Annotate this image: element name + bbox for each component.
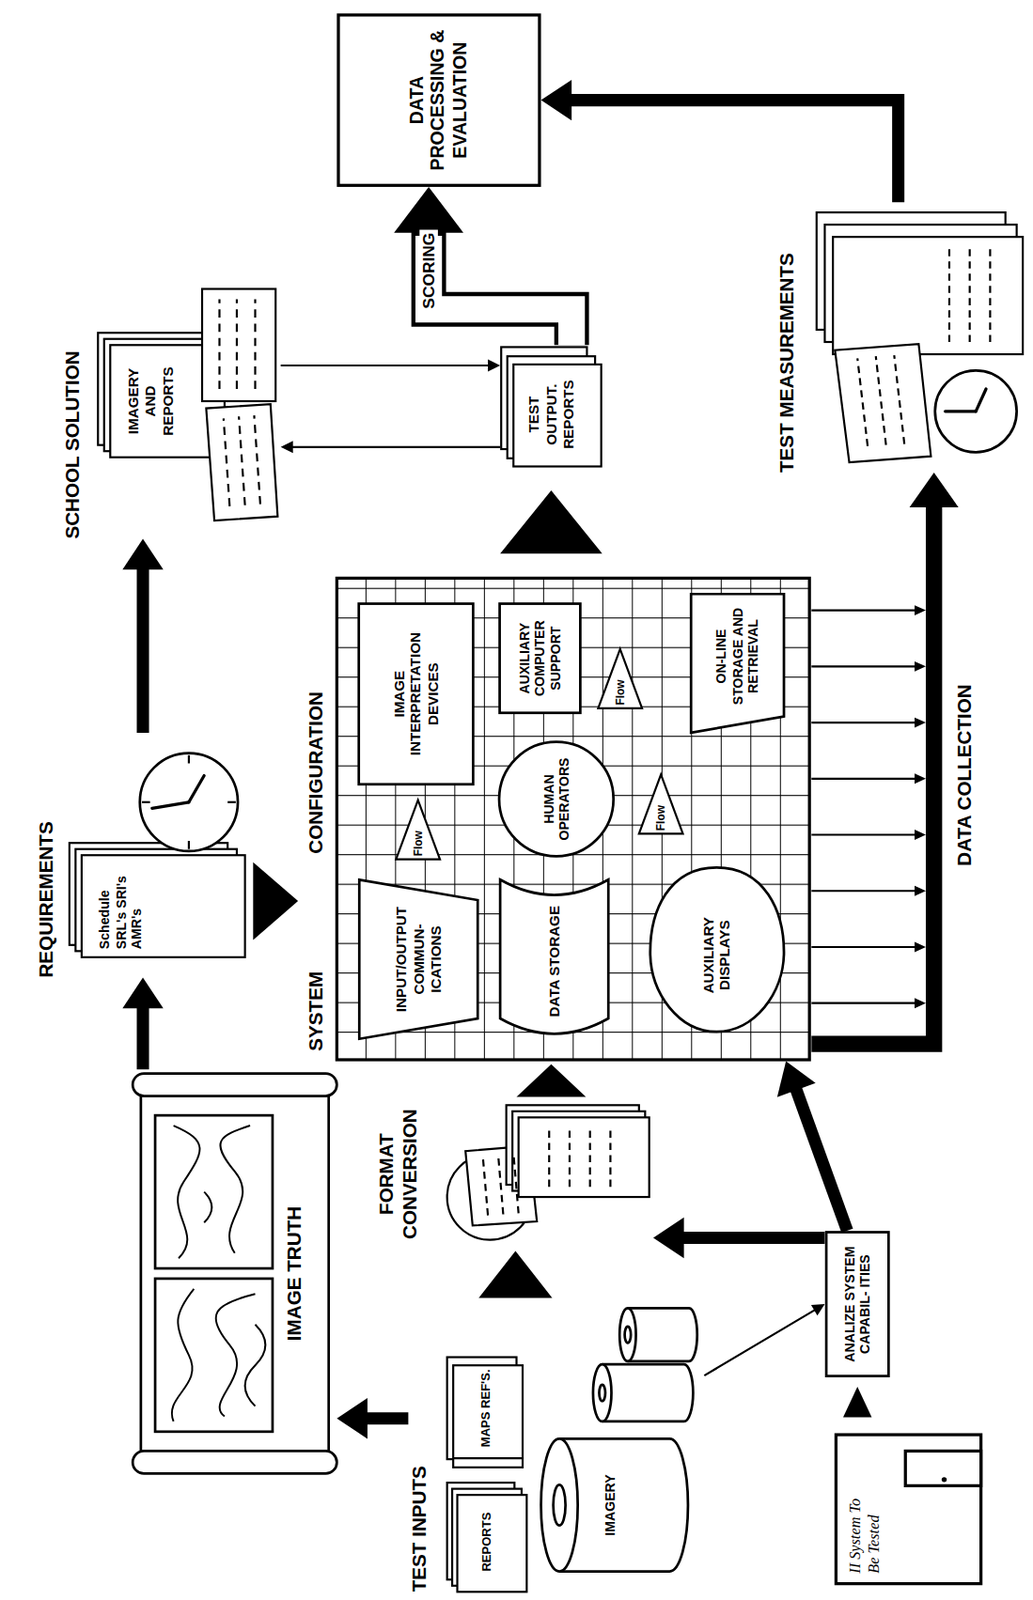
thick-arrow — [336, 1398, 408, 1440]
thick-arrow — [122, 978, 163, 1071]
node-text: II System To Be Tested — [845, 1492, 883, 1575]
thin-arrow — [281, 440, 501, 454]
image-truth-scroll — [132, 1069, 337, 1478]
heading-text: REQUIREMENTS — [35, 733, 60, 979]
connector-label: SCORING — [419, 229, 439, 313]
node-text: Schedule SRL's SRI's AMR's — [96, 861, 145, 950]
node-text: MAPS REF'S. — [478, 1360, 494, 1458]
node-text: TEST MEASUREMENTS — [775, 202, 799, 473]
heading-text: SCHOOL SOLUTION — [61, 273, 85, 539]
process-box — [824, 1231, 891, 1378]
node-text: INPUT/OUTPUT COMMUN- ICATIONS — [392, 892, 445, 1027]
node-text: IMAGE INTERPRETATION DEVICES — [390, 612, 442, 777]
flow-arrowhead — [478, 1252, 552, 1300]
node-text: HUMAN OPERATORS — [540, 748, 573, 851]
flow-triangle: Flow — [394, 799, 441, 861]
node-text: REPORTS — [479, 1498, 495, 1586]
node-text: FORMAT CONVERSION — [375, 1100, 423, 1249]
node-text: Flow — [613, 669, 627, 706]
circle-shape — [497, 740, 616, 860]
input-group: TEST INPUTS REPORTS MAPS REF'S. IMAGERY — [407, 1301, 705, 1594]
node-text: IMAGERY — [602, 1449, 619, 1562]
thick-arrow — [777, 1062, 848, 1232]
node-text: ANALIZE SYSTEM CAPABIL- ITIES — [841, 1236, 874, 1372]
system-configuration: SYSTEM CONFIGURATION INPUT/OUTPUT COMMUN… — [300, 577, 812, 1063]
format-conversion-group: FORMAT CONVERSION — [375, 1100, 654, 1249]
node-text: Flow — [654, 794, 668, 831]
report-stack: TEST OUTPUT. REPORTS — [500, 344, 603, 468]
connector-label: DATA COLLECTION — [953, 681, 976, 870]
map-book: MAPS REF'S. — [447, 1355, 524, 1468]
imagery-canister: IMAGERY — [538, 1434, 692, 1578]
operator-circle: HUMAN OPERATORS — [497, 740, 616, 860]
requirements-group: REQUIREMENTS Schedule SRL's SRI's AMR's — [35, 733, 251, 979]
io-trapezoid: INPUT/OUTPUT COMMUN- ICATIONS — [357, 877, 480, 1042]
flow-arrowhead — [843, 1387, 872, 1419]
node-text: SYSTEM CONFIGURATION — [305, 581, 329, 1052]
node-text: TEST INPUTS — [407, 1419, 432, 1594]
display-shape: AUXILIARY DISPLAYS — [648, 865, 787, 1034]
measurements-group: TEST MEASUREMENTS — [775, 202, 1026, 473]
thick-arrow — [122, 539, 163, 734]
process-box: ANALIZE SYSTEM CAPABIL- ITIES — [824, 1231, 891, 1378]
school-solution-group: SCHOOL SOLUTION IMAGERY AND REPORTS — [61, 273, 281, 539]
process-box: AUXILIARY COMPUTER SUPPORT — [498, 602, 582, 715]
flow-arrowhead — [252, 862, 298, 941]
flow-arrowhead — [516, 1064, 587, 1098]
node-text: AUXILIARY DISPLAYS — [699, 899, 734, 1012]
thick-arrow — [541, 79, 899, 203]
node-text: TEST OUTPUT. REPORTS — [525, 367, 578, 462]
storage-trapezoid: ON-LINE STORAGE AND RETRIEVAL — [688, 592, 786, 736]
node-text: IMAGERY AND REPORTS — [124, 351, 176, 452]
node-text: IMAGE TRUTH — [283, 1130, 308, 1417]
node-text: ON-LINE STORAGE AND RETRIEVAL — [713, 598, 762, 716]
test-measurements-illustration — [775, 202, 1026, 473]
storage-shape: DATA STORAGE — [498, 877, 611, 1042]
node-text: DATA PROCESSING & EVALUATION — [406, 23, 472, 177]
thick-arrow — [393, 187, 572, 345]
image-truth-scroll: IMAGE TRUTH — [132, 1069, 337, 1478]
node-text: DATA STORAGE — [545, 904, 563, 1019]
thin-arrow — [281, 359, 501, 372]
thick-arrow — [653, 1218, 825, 1259]
process-box: DATA PROCESSING & EVALUATION — [336, 13, 541, 188]
flow-arrowhead — [500, 490, 603, 554]
thick-arrow — [811, 472, 958, 1045]
node-text: AUXILIARY COMPUTER SUPPORT — [516, 606, 564, 711]
node-text: Flow — [411, 819, 425, 857]
process-box: IMAGE INTERPRETATION DEVICES — [357, 602, 475, 786]
flow-triangle: Flow — [596, 648, 643, 710]
document-stack: REPORTS — [447, 1480, 528, 1593]
thin-arrow — [704, 1304, 825, 1377]
system-cabinet: II System To Be Tested — [831, 1426, 986, 1593]
flow-triangle: Flow — [638, 773, 685, 835]
